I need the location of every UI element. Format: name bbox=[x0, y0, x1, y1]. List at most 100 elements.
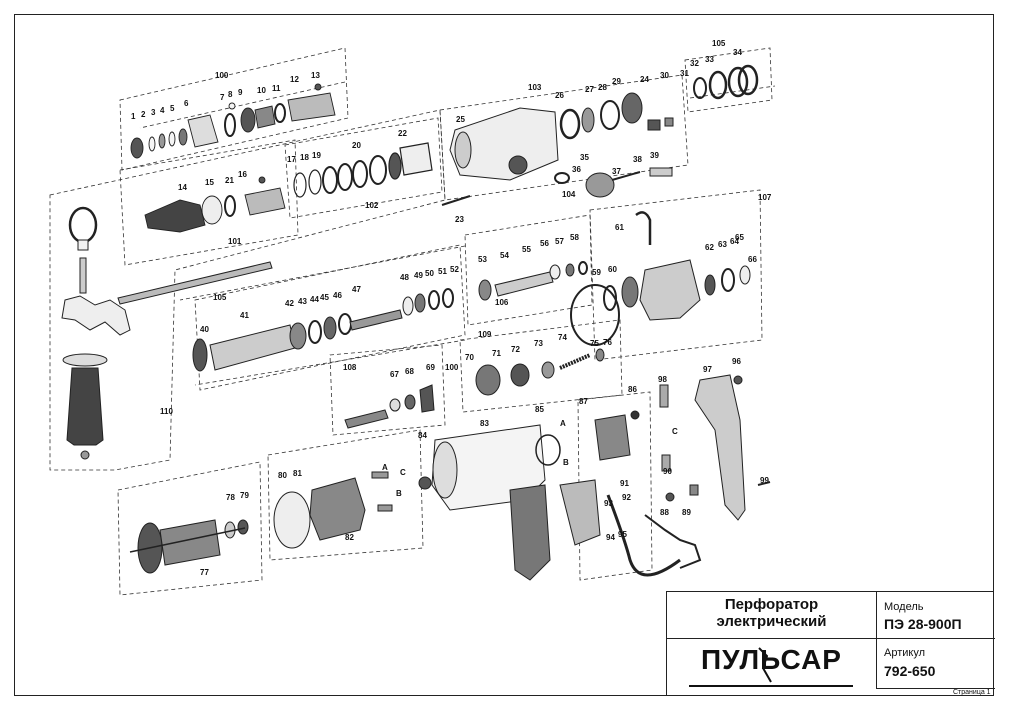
part-number-19: 19 bbox=[312, 151, 321, 160]
part-number-27: 27 bbox=[585, 85, 594, 94]
part-number-46: 46 bbox=[333, 291, 342, 300]
group-label-77: 77 bbox=[200, 568, 209, 577]
group-outline-110 bbox=[49, 109, 446, 471]
part-number-58: 58 bbox=[570, 233, 579, 242]
chuck-front-parts bbox=[130, 83, 336, 159]
part-number-55: 55 bbox=[522, 245, 531, 254]
part-number-43: 43 bbox=[298, 297, 307, 306]
group-outline-102 bbox=[284, 117, 443, 219]
part-number-54: 54 bbox=[500, 251, 509, 260]
group-label-103: 103 bbox=[528, 83, 542, 92]
part-number-42: 42 bbox=[285, 299, 294, 308]
keyless-chuck-parts bbox=[144, 176, 286, 233]
part-number-22: 22 bbox=[398, 129, 407, 138]
part-number-51: 51 bbox=[438, 267, 447, 276]
part-number-10: 10 bbox=[257, 86, 266, 95]
part-number-26: 26 bbox=[555, 91, 564, 100]
part-number-89: 89 bbox=[682, 508, 691, 517]
part-number-96: 96 bbox=[732, 357, 741, 366]
intermediate-shaft-parts bbox=[478, 261, 588, 301]
part-number-49: 49 bbox=[414, 271, 423, 280]
model-label: Модель bbox=[884, 601, 924, 613]
part-number-50: 50 bbox=[425, 269, 434, 278]
part-number-35: 35 bbox=[580, 153, 589, 162]
part-number-23: 23 bbox=[455, 215, 464, 224]
part-number-53: 53 bbox=[478, 255, 487, 264]
group-outline-105-top bbox=[684, 47, 773, 113]
part-number-16: 16 bbox=[238, 170, 247, 179]
part-number-48: 48 bbox=[400, 273, 409, 282]
part-number-21: 21 bbox=[225, 176, 234, 185]
section-letter-c-left: C bbox=[400, 468, 406, 477]
group-label-105-top: 105 bbox=[712, 39, 726, 48]
group-label-87: 87 bbox=[579, 397, 588, 406]
part-number-74: 74 bbox=[558, 333, 567, 342]
part-number-94: 94 bbox=[606, 533, 615, 542]
part-number-80: 80 bbox=[278, 471, 287, 480]
rear-handle-parts bbox=[644, 374, 771, 569]
part-number-32: 32 bbox=[690, 59, 699, 68]
gear-shaft-109-parts bbox=[475, 348, 605, 396]
switch-assembly-parts bbox=[559, 410, 681, 577]
part-number-47: 47 bbox=[352, 285, 361, 294]
section-letter-b-left: B bbox=[396, 489, 402, 498]
section-letter-a-right: A bbox=[560, 419, 566, 428]
part-number-52: 52 bbox=[450, 265, 459, 274]
intermediate-housing-parts bbox=[570, 211, 751, 346]
gear-shaft-108-parts bbox=[344, 384, 435, 429]
part-number-95: 95 bbox=[618, 530, 627, 539]
part-number-70: 70 bbox=[465, 353, 474, 362]
group-label-82: 82 bbox=[345, 533, 354, 542]
brand-name: ПУЛЬСАР bbox=[701, 644, 842, 675]
part-number-61: 61 bbox=[615, 223, 624, 232]
part-number-5: 5 bbox=[170, 104, 175, 113]
part-number-45: 45 bbox=[320, 293, 329, 302]
part-number-66: 66 bbox=[748, 255, 757, 264]
section-letters: A B C A B C bbox=[382, 419, 678, 498]
part-number-44: 44 bbox=[310, 295, 319, 304]
part-number-76: 76 bbox=[603, 338, 612, 347]
part-number-30: 30 bbox=[660, 71, 669, 80]
part-number-85: 85 bbox=[535, 405, 544, 414]
part-number-13: 13 bbox=[311, 71, 320, 80]
group-label-109: 109 bbox=[478, 330, 492, 339]
title-block: Перфоратор электрический ПУЛЬСАР Модель … bbox=[666, 591, 995, 696]
part-number-24: 24 bbox=[640, 75, 649, 84]
part-number-18: 18 bbox=[300, 153, 309, 162]
part-number-34: 34 bbox=[733, 48, 742, 57]
part-number-93: 93 bbox=[604, 499, 613, 508]
product-name-line1: Перфоратор bbox=[724, 596, 819, 613]
part-number-97: 97 bbox=[703, 365, 712, 374]
part-number-3: 3 bbox=[151, 108, 156, 117]
group-label-100: 100 bbox=[215, 71, 229, 80]
part-number-64: 64 bbox=[730, 237, 739, 246]
group-number-labels: 100 101 102 103 104 105 106 107 108 109 … bbox=[160, 39, 772, 577]
group-label-110: 110 bbox=[160, 407, 173, 416]
motor-housing bbox=[418, 424, 561, 581]
part-number-8: 8 bbox=[228, 90, 233, 99]
group-label-104: 104 bbox=[562, 190, 576, 199]
part-number-88: 88 bbox=[660, 508, 669, 517]
part-number-17: 17 bbox=[287, 155, 296, 164]
part-number-84: 84 bbox=[418, 431, 427, 440]
part-number-4: 4 bbox=[160, 106, 165, 115]
part-number-73: 73 bbox=[534, 339, 543, 348]
group-outline-106 bbox=[464, 214, 593, 326]
group-outlines bbox=[49, 47, 773, 596]
stator-parts bbox=[273, 471, 393, 549]
part-number-31: 31 bbox=[680, 69, 689, 78]
part-number-63: 63 bbox=[718, 240, 727, 249]
group-label-107: 107 bbox=[758, 193, 772, 202]
part-number-2: 2 bbox=[141, 110, 146, 119]
group-label-102: 102 bbox=[365, 201, 379, 210]
group-outline-108 bbox=[329, 344, 446, 436]
long-rod bbox=[117, 261, 273, 305]
part-number-86: 86 bbox=[628, 385, 637, 394]
group-outline-101 bbox=[119, 139, 299, 266]
part-number-72: 72 bbox=[511, 345, 520, 354]
part-number-15: 15 bbox=[205, 178, 214, 187]
section-letter-b-right: B bbox=[563, 458, 569, 467]
